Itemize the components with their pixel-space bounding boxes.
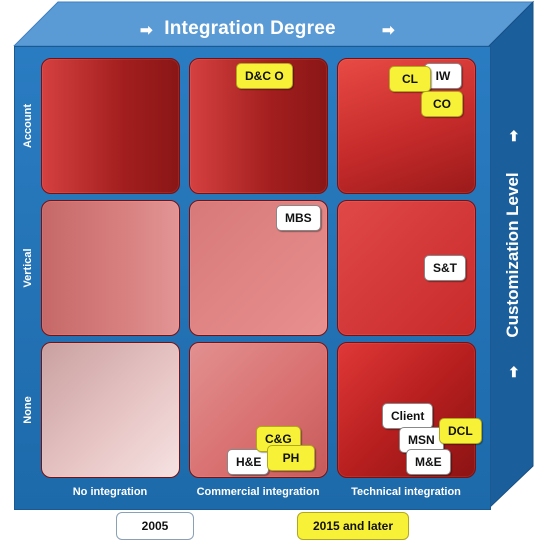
tag-he: H&E [227, 449, 269, 475]
arrow-up-icon: ⬆ [508, 128, 520, 144]
arrow-up-icon: ⬆ [508, 364, 520, 380]
tag-dcl: DCL [439, 418, 482, 444]
tag-st: S&T [424, 255, 466, 281]
tag-ph: PH [267, 445, 315, 471]
legend-2005: 2005 [116, 512, 194, 540]
tag-co: CO [421, 91, 463, 117]
tag-cl: CL [389, 66, 431, 92]
arrow-right-icon: ➡ [382, 22, 395, 39]
cell-none-no-integration [41, 342, 180, 478]
tag-mbs: MBS [276, 205, 321, 231]
column-label-no-integration: No integration [72, 486, 148, 498]
column-label-technical: Technical integration [351, 486, 461, 498]
column-label-commercial: Commercial integration [196, 486, 320, 498]
tag-client: Client [382, 403, 434, 429]
tag-dco: D&C O [236, 63, 293, 89]
cell-vertical-no-integration [41, 200, 180, 336]
legend-2015-and-later: 2015 and later [297, 512, 409, 540]
tag-msn: MSN [399, 427, 444, 453]
integration-degree-title: Integration Degree [164, 18, 336, 39]
cell-account-no-integration [41, 58, 180, 194]
tag-me: M&E [406, 449, 451, 475]
arrow-right-icon: ➡ [140, 22, 153, 39]
